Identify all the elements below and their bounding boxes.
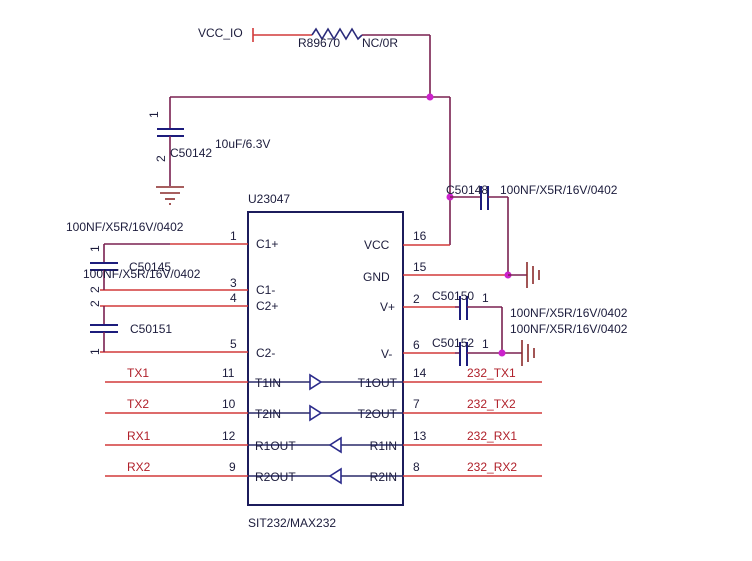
pin-2-name: V+ <box>380 300 395 314</box>
c50148-ref: C50148 <box>446 183 488 197</box>
c50145-value-2: 100NF/X5R/16V/0402 <box>83 267 201 281</box>
pin-6-num: 6 <box>413 338 420 352</box>
pin-4-name: C2+ <box>256 299 278 313</box>
c50150-ref: C50150 <box>432 289 474 303</box>
pin-3-name: C1- <box>256 283 275 297</box>
net-label-out: 232_RX2 <box>467 460 517 474</box>
pin-name-out: T2OUT <box>358 407 398 421</box>
pin-num-in: 11 <box>222 366 235 380</box>
pin-name-out: R1IN <box>370 439 397 453</box>
pin-num-in: 12 <box>222 429 236 443</box>
pin-15-name: GND <box>363 270 390 284</box>
ground-icon <box>156 186 184 205</box>
pin-4-num: 4 <box>230 291 237 305</box>
pin-16-name: VCC <box>364 238 390 252</box>
c50151-pin1: 1 <box>88 348 102 355</box>
chip-body <box>247 211 404 506</box>
receiver-arrow-icon <box>328 436 342 454</box>
c50142-pin1: 1 <box>147 111 161 118</box>
ground-icon <box>526 262 540 288</box>
pin-name-in: T1IN <box>255 376 281 390</box>
c50142-ref: C50142 <box>170 146 212 160</box>
net-label-in: TX1 <box>127 366 149 380</box>
c50150-value: 100NF/X5R/16V/0402 <box>510 306 628 320</box>
pin-5-num: 5 <box>230 337 237 351</box>
c50152-value: 100NF/X5R/16V/0402 <box>510 322 628 336</box>
resistor-ref: R89670 <box>298 36 340 50</box>
pin-2-num: 2 <box>413 292 420 306</box>
pin-name-out: T1OUT <box>358 376 398 390</box>
receiver-arrow-icon <box>328 467 342 485</box>
c50145-ref: C50145 <box>129 260 171 274</box>
pin-num-in: 9 <box>229 460 236 474</box>
pin-num-out: 7 <box>413 397 420 411</box>
junction-dot <box>426 93 434 101</box>
resistor-icon <box>311 27 363 41</box>
pin-num-out: 13 <box>413 429 427 443</box>
pin-6-name: V- <box>381 347 392 361</box>
net-label-out: 232_RX1 <box>467 429 517 443</box>
c50145-pin1: 1 <box>88 245 102 252</box>
c50151-pin2: 2 <box>88 300 102 307</box>
pin-num-out: 8 <box>413 460 420 474</box>
net-label-in: RX1 <box>127 429 151 443</box>
net-label-out: 232_TX2 <box>467 397 516 411</box>
pin-3-num: 3 <box>230 276 237 290</box>
resistor-value: NC/0R <box>362 36 398 50</box>
pin-name-in: T2IN <box>255 407 281 421</box>
chip-part: SIT232/MAX232 <box>248 516 336 530</box>
driver-arrow-icon <box>309 373 323 391</box>
net-label-in: TX2 <box>127 397 149 411</box>
pin-num-in: 10 <box>222 397 236 411</box>
c50142-value: 10uF/6.3V <box>215 137 270 151</box>
vcc-io-label: VCC_IO <box>198 26 243 40</box>
pin-5-name: C2- <box>256 346 275 360</box>
junction-dot <box>498 349 506 357</box>
pin-15-num: 15 <box>413 260 427 274</box>
ground-icon <box>521 340 535 366</box>
c50150-pin1: 1 <box>482 291 489 305</box>
c50148-value: 100NF/X5R/16V/0402 <box>500 183 618 197</box>
net-label-out: 232_TX1 <box>467 366 516 380</box>
pin-name-out: R2IN <box>370 470 397 484</box>
c50145-pin2: 2 <box>88 286 102 293</box>
c50151-ref: C50151 <box>130 322 172 336</box>
pin-16-num: 16 <box>413 229 427 243</box>
net-label-in: RX2 <box>127 460 151 474</box>
c50145-value: 100NF/X5R/16V/0402 <box>66 220 184 234</box>
c50152-ref: C50152 <box>432 336 474 350</box>
driver-arrow-icon <box>309 404 323 422</box>
pin-name-in: R2OUT <box>255 470 296 484</box>
pin-num-out: 14 <box>413 366 427 380</box>
c50142-pin2: 2 <box>154 155 168 162</box>
c50152-pin1: 1 <box>482 337 489 351</box>
pin-name-in: R1OUT <box>255 439 296 453</box>
pin-1-num: 1 <box>230 229 237 243</box>
chip-ref: U23047 <box>248 192 290 206</box>
pin-1-name: C1+ <box>256 237 278 251</box>
